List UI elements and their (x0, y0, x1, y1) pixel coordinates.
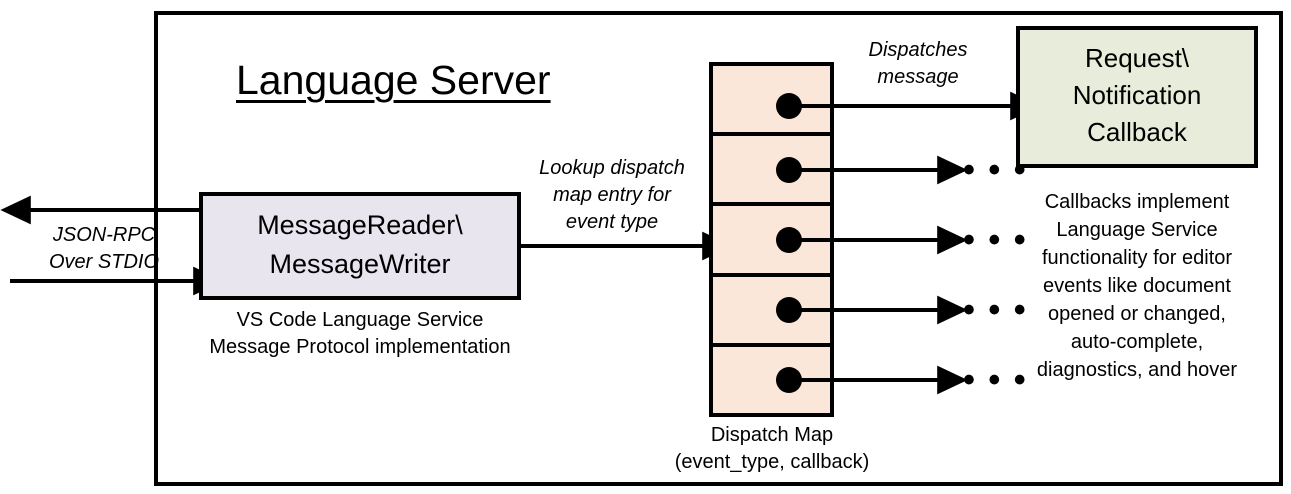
callback-box (1016, 26, 1258, 168)
message-io-box (199, 192, 521, 300)
edge-label-dispatch-line2: message (877, 66, 959, 88)
edge-label-stdio-line2: Over STDIO (48, 251, 159, 273)
edge-label-stdio-line1: JSON-RPC (52, 224, 156, 246)
message-io-caption-line1: VS Code Language Service (236, 309, 484, 331)
edge-label-lookup-line2: map entry for (553, 184, 671, 206)
edge-label-lookup-line1: Lookup dispatch (539, 157, 685, 179)
callback-box-label-line2: Notification (1072, 80, 1202, 110)
callback-description-line: opened or changed, (1048, 303, 1226, 325)
callback-box-label-line3: Callback (1087, 117, 1187, 147)
edge-label-dispatch-line1: Dispatches (868, 39, 968, 61)
callback-box-label: Request\ Notification Callback (1018, 40, 1256, 151)
dispatch-map-caption-line2: (event_type, callback) (674, 451, 870, 473)
message-io-label: MessageReader\ MessageWriter (201, 206, 519, 284)
callback-description-line: diagnostics, and hover (1036, 359, 1238, 381)
language-server-frame (154, 11, 1283, 486)
edge-label-stdio: JSON-RPC Over STDIO (24, 222, 184, 276)
page-title: Language Server (236, 57, 551, 103)
callback-description-line: auto-complete, (1070, 331, 1204, 353)
dispatch-map-caption-line1: Dispatch Map (710, 424, 834, 446)
callback-description-line: Language Service (1056, 219, 1218, 241)
edge-label-lookup-line3: event type (565, 211, 659, 233)
callback-description-line: functionality for editor (1041, 247, 1233, 269)
callback-description: Callbacks implement Language Service fun… (1009, 188, 1265, 384)
message-io-label-line1: MessageReader\ (257, 210, 463, 240)
message-io-caption-line2: Message Protocol implementation (209, 336, 511, 358)
ellipsis-row-2: • • • (963, 151, 1028, 189)
edge-label-lookup: Lookup dispatch map entry for event type (520, 155, 704, 236)
dispatch-map-caption: Dispatch Map (event_type, callback) (661, 422, 883, 476)
callback-box-label-line1: Request\ (1084, 43, 1190, 73)
callback-description-line: Callbacks implement (1044, 191, 1230, 213)
message-io-caption: VS Code Language Service Message Protoco… (200, 307, 520, 361)
message-io-label-line2: MessageWriter (269, 249, 451, 279)
callback-description-line: events like document (1043, 275, 1231, 297)
edge-label-dispatch: Dispatches message (838, 37, 998, 91)
